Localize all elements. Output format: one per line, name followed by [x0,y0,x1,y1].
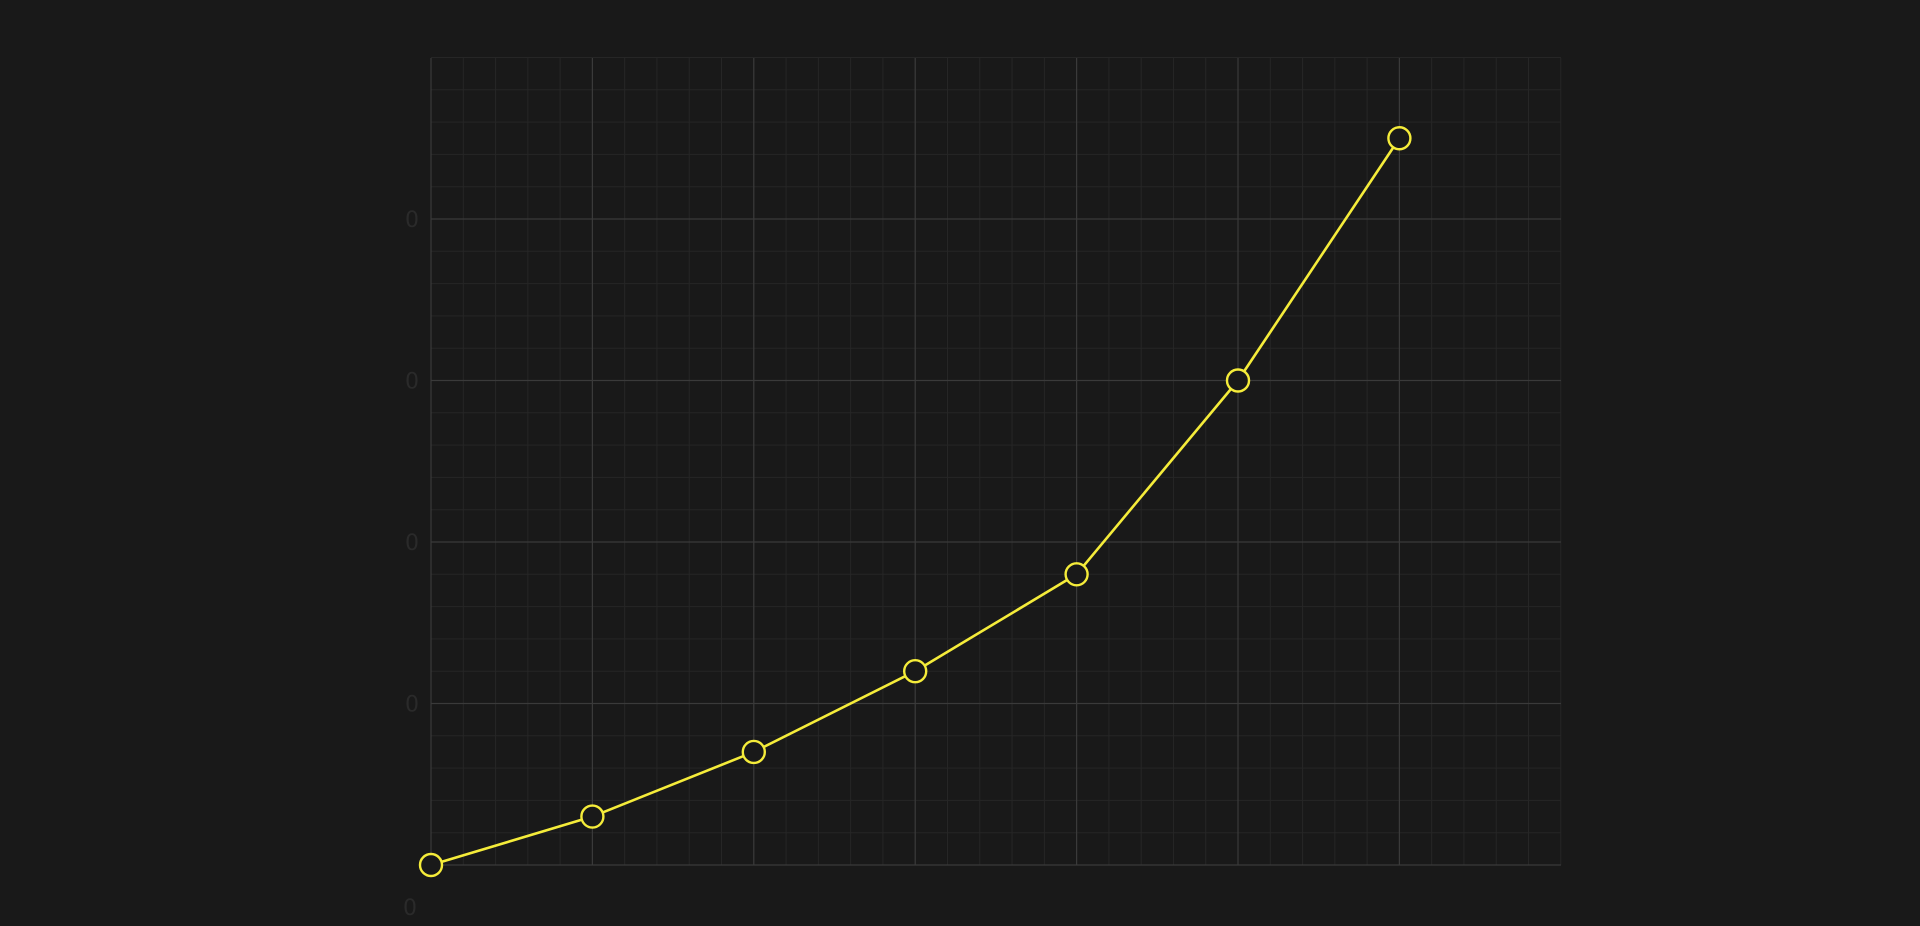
data-point [418,852,444,878]
series-markers [418,126,1412,878]
data-point [903,659,928,684]
tick-labels: 0 0 0 0 0 [403,208,419,921]
data-point [1387,126,1412,151]
data-point [1225,368,1251,393]
y-tick-label: 0 [405,531,419,556]
y-tick-label: 0 [405,370,419,395]
data-point [1064,562,1089,587]
y-tick-label: 0 [405,208,419,233]
y-tick-label: 0 [405,693,419,718]
minor-grid [430,57,1562,866]
major-grid [430,58,1561,866]
data-point [741,739,766,765]
x-tick-label: 0 [403,896,417,921]
data-point [580,804,605,829]
